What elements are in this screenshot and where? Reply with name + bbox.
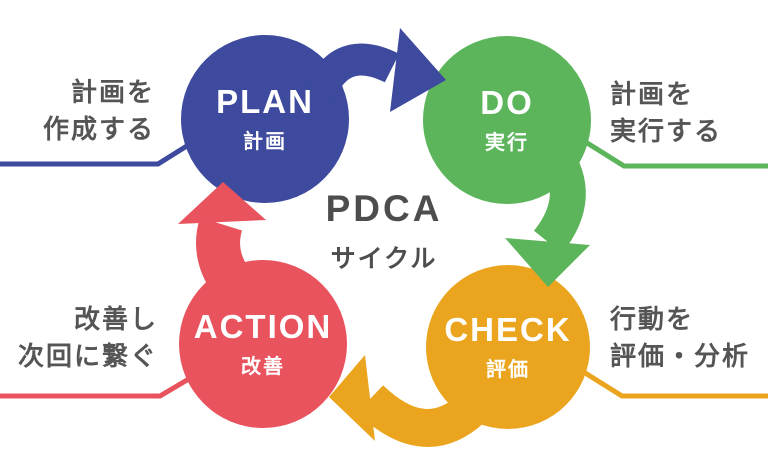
do-caption-line2: 実行する bbox=[610, 116, 723, 146]
plan-to-do-arrow-shaft bbox=[300, 43, 400, 110]
action-caption: 改善し 次回に繋ぐ bbox=[0, 301, 158, 375]
plan-circle bbox=[181, 35, 349, 203]
plan-caption: 計画を 作成する bbox=[0, 74, 155, 148]
check-to-action-arrow-shaft bbox=[356, 384, 485, 447]
action-to-plan-arrow-head bbox=[178, 182, 266, 224]
plan-caption-line1: 計画を bbox=[70, 77, 155, 107]
do-caption: 計画を 実行する bbox=[610, 76, 768, 150]
action-caption-line1: 改善し bbox=[73, 304, 158, 334]
check-caption-line2: 評価・分析 bbox=[610, 341, 751, 371]
plan-to-do-arrow-head bbox=[390, 28, 446, 112]
check-caption-line bbox=[580, 368, 768, 399]
check-circle bbox=[426, 265, 590, 429]
do-to-check-arrow-shaft bbox=[533, 142, 586, 254]
check-caption-line1: 行動を bbox=[610, 304, 695, 334]
do-caption-line bbox=[582, 138, 768, 169]
check-caption: 行動を 評価・分析 bbox=[610, 301, 768, 375]
do-caption-line1: 計画を bbox=[610, 79, 695, 109]
action-to-plan-arrow-shaft bbox=[196, 217, 267, 321]
action-caption-line2: 次回に繋ぐ bbox=[17, 341, 158, 371]
plan-caption-line2: 作成する bbox=[42, 114, 155, 144]
do-to-check-arrow-head bbox=[505, 238, 590, 287]
check-to-action-arrow-head bbox=[329, 355, 375, 441]
